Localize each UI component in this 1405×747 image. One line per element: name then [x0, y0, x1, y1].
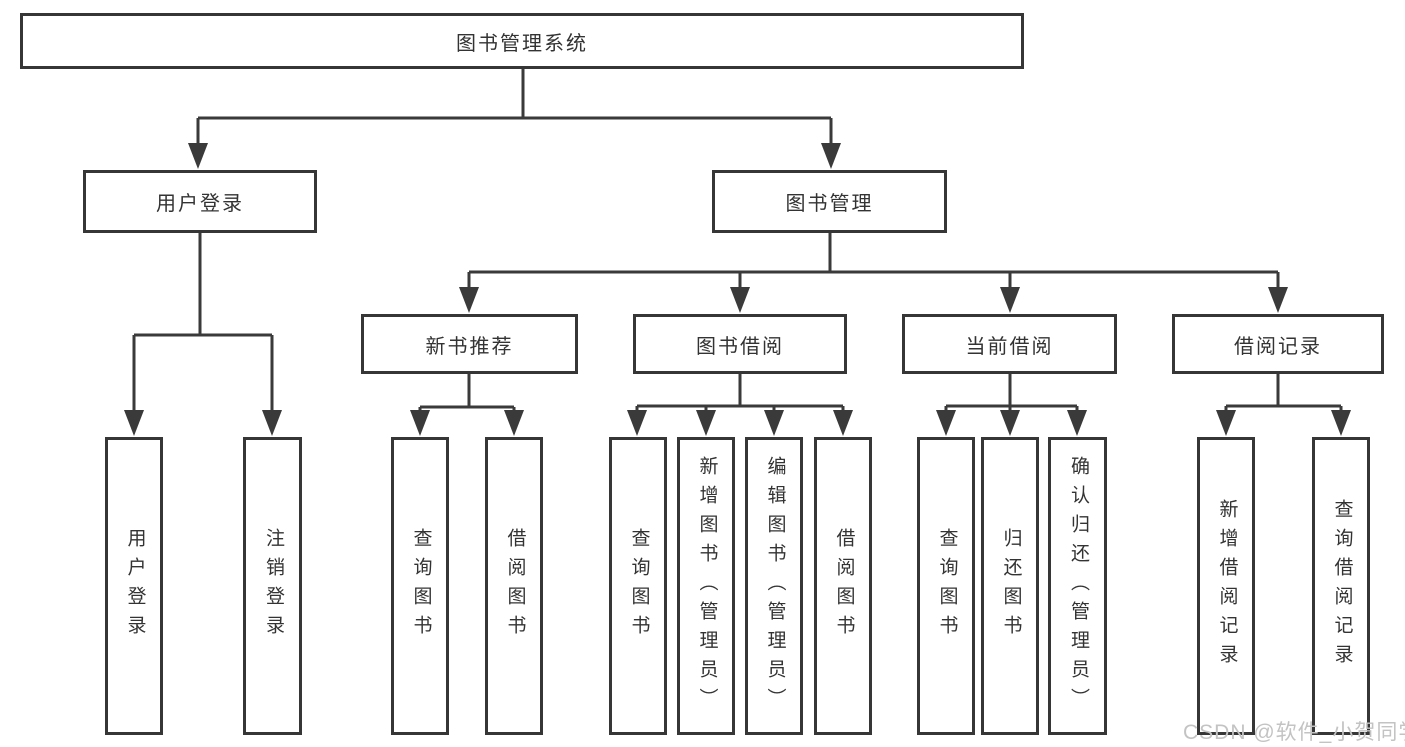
leaf-confirm-return-admin-label: 确认归还（管理员）: [1067, 455, 1089, 717]
leaf-borrow-books-label: 借阅图书: [833, 528, 855, 644]
node-book-management: 图书管理: [712, 170, 947, 233]
leaf-add-book-admin: 新增图书（管理员）: [677, 437, 735, 735]
node-user-login-label: 用户登录: [156, 193, 244, 215]
leaf-user-login: 用户登录: [105, 437, 163, 735]
leaf-borrow-books-recommend-label: 借阅图书: [504, 528, 526, 644]
node-current-borrow: 当前借阅: [902, 314, 1117, 374]
node-user-login: 用户登录: [83, 170, 317, 233]
leaf-return-book-label: 归还图书: [1000, 528, 1022, 644]
arrowheads: [124, 143, 1351, 436]
leaf-add-borrow-record: 新增借阅记录: [1197, 437, 1255, 735]
leaf-add-borrow-record-label: 新增借阅记录: [1216, 499, 1238, 673]
leaf-add-book-admin-label: 新增图书（管理员）: [696, 455, 718, 717]
leaf-logout-label: 注销登录: [262, 528, 284, 644]
leaf-user-login-label: 用户登录: [124, 528, 146, 644]
leaf-edit-book-admin-label: 编辑图书（管理员）: [764, 455, 786, 717]
node-book-borrow: 图书借阅: [633, 314, 847, 374]
node-new-book-recommend-label: 新书推荐: [425, 335, 514, 358]
watermark: CSDN @软件_小贺同学: [1183, 721, 1405, 744]
leaf-query-books-current-label: 查询图书: [936, 528, 958, 644]
node-book-management-label: 图书管理: [785, 193, 874, 215]
node-borrow-records: 借阅记录: [1172, 314, 1384, 374]
node-root-label: 图书管理系统: [456, 32, 588, 55]
leaf-query-borrow-record: 查询借阅记录: [1312, 437, 1370, 735]
leaf-query-books-recommend-label: 查询图书: [410, 528, 432, 644]
node-new-book-recommend: 新书推荐: [361, 314, 578, 374]
leaf-query-books-borrow: 查询图书: [609, 437, 667, 735]
leaf-query-books-recommend: 查询图书: [391, 437, 449, 735]
leaf-query-books-current: 查询图书: [917, 437, 975, 735]
leaf-query-books-borrow-label: 查询图书: [628, 528, 650, 644]
leaf-query-borrow-record-label: 查询借阅记录: [1331, 499, 1353, 673]
leaf-confirm-return-admin: 确认归还（管理员）: [1048, 437, 1107, 735]
leaf-logout: 注销登录: [243, 437, 302, 735]
leaf-return-book: 归还图书: [981, 437, 1039, 735]
leaf-borrow-books: 借阅图书: [814, 437, 872, 735]
leaf-borrow-books-recommend: 借阅图书: [485, 437, 543, 735]
node-borrow-records-label: 借阅记录: [1234, 335, 1322, 358]
leaf-edit-book-admin: 编辑图书（管理员）: [745, 437, 803, 735]
node-root: 图书管理系统: [20, 13, 1024, 69]
node-current-borrow-label: 当前借阅: [965, 335, 1054, 358]
node-book-borrow-label: 图书借阅: [696, 335, 784, 358]
